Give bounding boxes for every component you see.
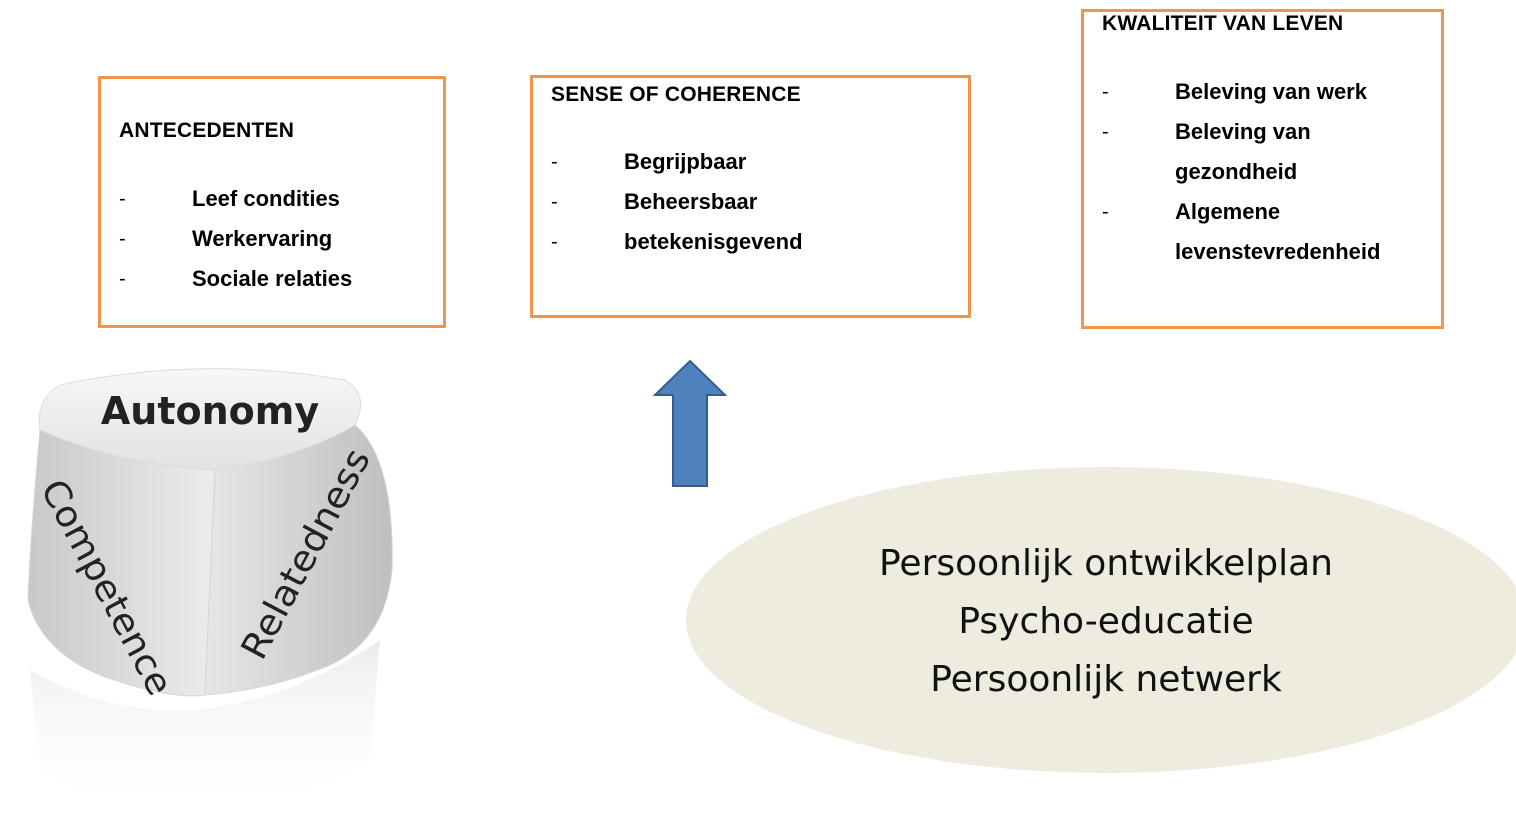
intervention-line: Persoonlijk ontwikkelplan <box>879 543 1333 584</box>
sense-of-coherence-item-label: betekenisgevend <box>624 229 803 254</box>
bullet-dash: - <box>551 151 558 173</box>
antecedenten-item-label: Leef condities <box>192 186 340 211</box>
bullet-dash: - <box>551 231 558 253</box>
antecedenten-item-label: Werkervaring <box>192 226 333 251</box>
intervention-line: Psycho-educatie <box>958 601 1254 642</box>
sense-of-coherence-item: - betekenisgevend <box>551 222 803 262</box>
kwaliteit-van-leven-item-label: Beleving van werk <box>1175 79 1367 104</box>
bullet-dash: - <box>1102 121 1109 143</box>
sense-of-coherence-box: SENSE OF COHERENCE - Begrijpbaar - Beheers… <box>530 75 971 318</box>
antecedenten-item-label: Sociale relaties <box>192 266 353 291</box>
antecedenten-item: - Sociale relaties <box>119 259 352 299</box>
sense-of-coherence-title: SENSE OF COHERENCE <box>551 83 801 106</box>
sense-of-coherence-item: - Beheersbaar <box>551 182 803 222</box>
kwaliteit-van-leven-item-label: Beleving van gezondheid <box>1175 119 1311 184</box>
kwaliteit-van-leven-title: KWALITEIT VAN LEVEN <box>1102 12 1344 35</box>
interventions-text: Persoonlijk ontwikkelplan Psycho-educati… <box>686 535 1516 709</box>
up-arrow-shape <box>652 359 728 487</box>
dice-image: Autonomy Competence Relatedness <box>27 368 393 820</box>
bullet-dash: - <box>119 228 126 250</box>
antecedenten-item: - Werkervaring <box>119 219 352 259</box>
bullet-dash: - <box>119 188 126 210</box>
bullet-dash: - <box>551 191 558 213</box>
sense-of-coherence-item: - Begrijpbaar <box>551 142 803 182</box>
intervention-line: Persoonlijk netwerk <box>930 659 1282 700</box>
sense-of-coherence-item-label: Beheersbaar <box>624 189 758 214</box>
kwaliteit-van-leven-box: KWALITEIT VAN LEVEN - Beleving van werk -… <box>1081 9 1444 329</box>
sense-of-coherence-item-label: Begrijpbaar <box>624 149 747 174</box>
bullet-dash: - <box>1102 201 1109 223</box>
bullet-dash: - <box>119 268 126 290</box>
dice-autonomy-label: Autonomy <box>101 389 319 433</box>
bullet-dash: - <box>1102 81 1109 103</box>
antecedenten-box: ANTECEDENTEN - Leef condities - Werkervari… <box>98 76 446 328</box>
kwaliteit-van-leven-item: - Beleving van gezondheid <box>1102 112 1435 192</box>
up-arrow-icon <box>652 359 728 487</box>
kwaliteit-van-leven-list: - Beleving van werk - Beleving van gezondh… <box>1102 72 1435 272</box>
interventions-ellipse: Persoonlijk ontwikkelplan Psycho-educati… <box>686 467 1516 773</box>
kwaliteit-van-leven-item: - Algemene levenstevredenheid <box>1102 192 1435 272</box>
sense-of-coherence-list: - Begrijpbaar - Beheersbaar - betekenisgeve… <box>551 142 803 262</box>
antecedenten-list: - Leef condities - Werkervaring - Sociale r… <box>119 179 352 299</box>
dice-reflection <box>30 640 380 820</box>
kwaliteit-van-leven-item: - Beleving van werk <box>1102 72 1435 112</box>
antecedenten-item: - Leef condities <box>119 179 352 219</box>
dice-top-face <box>38 368 362 471</box>
kwaliteit-van-leven-item-label: Algemene levenstevredenheid <box>1175 199 1381 264</box>
antecedenten-title: ANTECEDENTEN <box>119 119 295 142</box>
